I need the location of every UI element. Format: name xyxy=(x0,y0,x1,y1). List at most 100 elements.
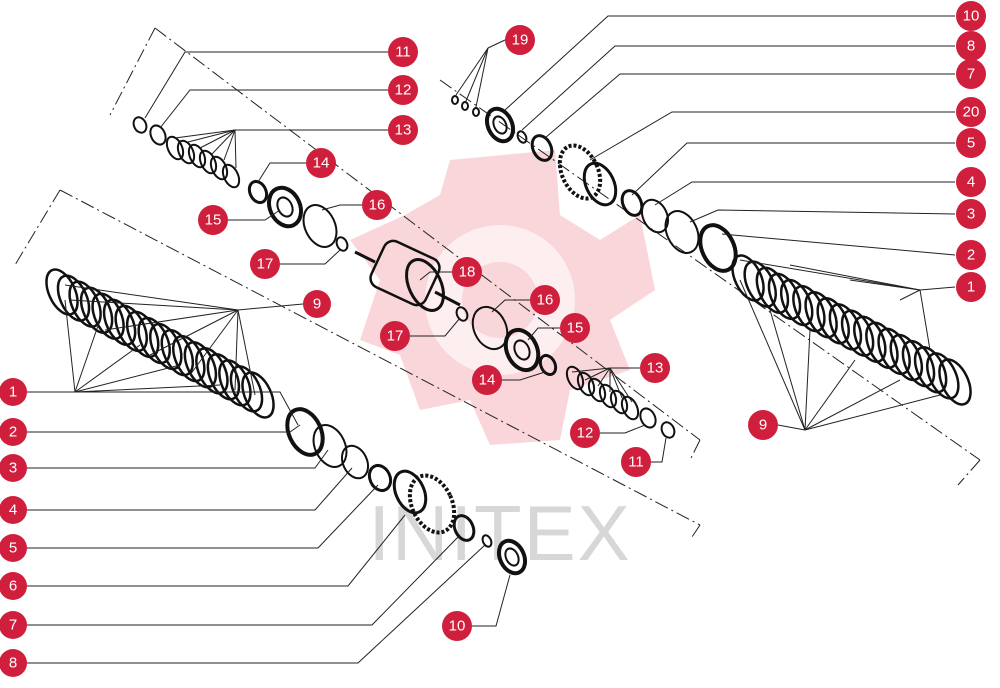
callout-17-center: 17 xyxy=(380,321,410,351)
callout-7-left: 7 xyxy=(0,611,27,639)
spring-coil xyxy=(102,298,137,346)
svg-text:14: 14 xyxy=(313,155,330,172)
svg-text:17: 17 xyxy=(387,328,404,345)
spring-coil xyxy=(828,303,863,351)
callout-12-upper: 12 xyxy=(388,75,418,105)
spring-pack-small-upper xyxy=(165,135,241,189)
svg-text:20: 20 xyxy=(963,104,980,121)
callout-1-left: 1 xyxy=(0,378,27,406)
spring-coil xyxy=(160,328,195,377)
svg-text:7: 7 xyxy=(967,66,975,83)
callout-7-right: 7 xyxy=(956,59,986,89)
callout-1-right: 1 xyxy=(956,272,986,302)
spring-coil xyxy=(206,353,241,401)
spring-coil xyxy=(926,352,960,400)
spring-coil xyxy=(889,333,924,382)
spring-coil xyxy=(137,316,171,365)
svg-text:13: 13 xyxy=(395,122,412,139)
spring-coil xyxy=(172,334,206,383)
spring-coil xyxy=(913,346,948,394)
spring-pack-left xyxy=(45,268,275,419)
svg-text:12: 12 xyxy=(395,82,412,99)
svg-text:1: 1 xyxy=(967,279,975,296)
svg-text:9: 9 xyxy=(759,417,767,434)
callout-14-center: 14 xyxy=(472,365,502,395)
spring-coil xyxy=(901,339,936,388)
svg-text:2: 2 xyxy=(9,424,17,441)
svg-text:15: 15 xyxy=(567,320,584,337)
callout-14-upper: 14 xyxy=(306,148,336,178)
spring-coil xyxy=(229,365,264,413)
svg-text:16: 16 xyxy=(369,197,386,214)
callout-11-center: 11 xyxy=(621,447,651,477)
axis-lines xyxy=(14,27,981,541)
spring-coil xyxy=(91,292,125,340)
svg-text:8: 8 xyxy=(967,38,975,55)
callout-19-right: 19 xyxy=(505,25,535,55)
callout-8-left: 8 xyxy=(0,649,27,677)
callout-15-upper: 15 xyxy=(198,205,228,235)
svg-text:16: 16 xyxy=(537,292,554,309)
spring-coil xyxy=(840,309,875,357)
spring-coil xyxy=(804,291,838,339)
spring-coil xyxy=(816,297,850,345)
spring-pack-right xyxy=(731,254,972,406)
callout-4-left: 4 xyxy=(0,496,27,524)
svg-text:19: 19 xyxy=(512,32,529,49)
component-shapes xyxy=(132,95,738,576)
spring-coil xyxy=(56,274,91,322)
svg-text:11: 11 xyxy=(395,44,411,61)
callout-20-right: 20 xyxy=(956,97,986,127)
svg-text:13: 13 xyxy=(647,360,664,377)
callout-10-left: 10 xyxy=(442,611,472,641)
spring-coil xyxy=(853,315,887,363)
svg-text:9: 9 xyxy=(313,296,321,313)
callout-13-center: 13 xyxy=(640,353,670,383)
spring-coil xyxy=(877,327,911,376)
svg-text:3: 3 xyxy=(9,460,17,477)
spring-coil xyxy=(779,278,814,327)
svg-text:1: 1 xyxy=(9,384,17,401)
spring-coil xyxy=(45,268,79,316)
callout-5-left: 5 xyxy=(0,534,27,562)
spring-coil xyxy=(218,359,252,407)
callout-12-center: 12 xyxy=(570,418,600,448)
svg-text:11: 11 xyxy=(628,454,644,471)
spring-pack-small-center xyxy=(565,365,640,421)
callout-badges: 1 2 3 4 5 6 7 8 9 10 11 12 13 14 15 16 1… xyxy=(0,1,986,677)
svg-text:4: 4 xyxy=(967,174,975,191)
svg-text:5: 5 xyxy=(967,135,975,152)
leader-lines xyxy=(23,15,956,664)
callout-11-upper: 11 xyxy=(388,37,418,67)
callout-6-left: 6 xyxy=(0,572,27,600)
callout-15-center: 15 xyxy=(560,313,590,343)
svg-text:10: 10 xyxy=(963,8,980,25)
svg-text:7: 7 xyxy=(9,617,17,634)
spring-coil xyxy=(241,371,275,419)
callout-8-right: 8 xyxy=(956,31,986,61)
svg-text:15: 15 xyxy=(205,212,222,229)
svg-text:10: 10 xyxy=(449,618,466,635)
spring-coil xyxy=(114,304,148,353)
svg-text:3: 3 xyxy=(967,206,975,223)
spring-coil xyxy=(731,254,765,302)
callout-5-right: 5 xyxy=(956,128,986,158)
svg-text:17: 17 xyxy=(257,256,274,273)
callout-17-upper: 17 xyxy=(250,249,280,279)
callout-16-upper: 16 xyxy=(362,190,392,220)
svg-text:2: 2 xyxy=(967,247,975,264)
callout-3-right: 3 xyxy=(956,199,986,229)
spring-coil xyxy=(68,280,102,328)
spring-coil xyxy=(755,266,790,314)
svg-text:18: 18 xyxy=(459,264,476,281)
callout-9-left: 9 xyxy=(303,290,331,318)
callout-4-right: 4 xyxy=(956,167,986,197)
callout-2-left: 2 xyxy=(0,418,27,446)
callout-9-right: 9 xyxy=(748,410,778,440)
callout-2-right: 2 xyxy=(956,240,986,270)
spring-coil xyxy=(767,272,802,321)
svg-text:8: 8 xyxy=(9,655,17,672)
svg-text:6: 6 xyxy=(9,578,17,595)
callout-13-upper: 13 xyxy=(388,115,418,145)
